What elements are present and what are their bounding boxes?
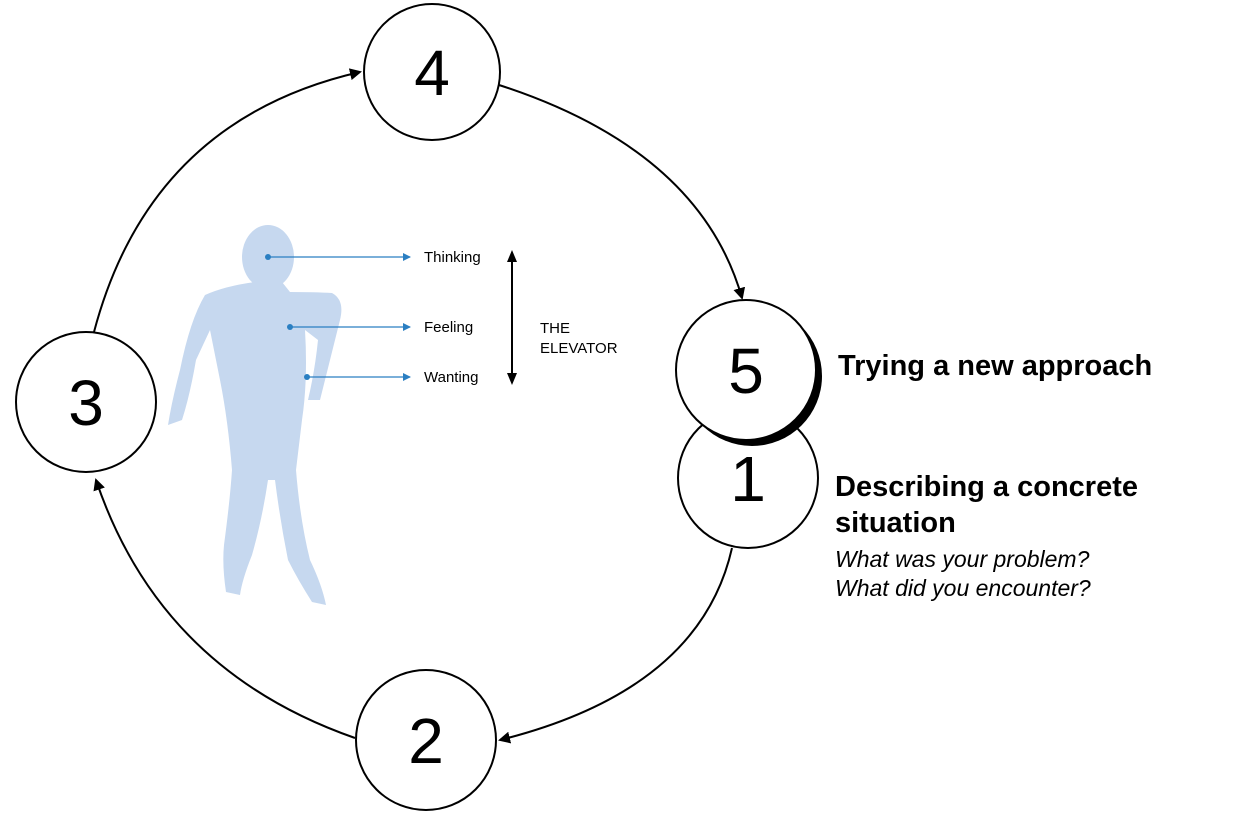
step-1-question2: What did you encounter? <box>835 575 1091 601</box>
level-pointers <box>265 253 411 381</box>
pointer-dot-wanting <box>304 374 310 380</box>
pointer-dot-feeling <box>287 324 293 330</box>
arc-3-to-4 <box>93 68 362 333</box>
elevator-arrow-icon <box>507 250 517 385</box>
step-3-node: 3 <box>15 331 157 473</box>
elevator-label: THE ELEVATOR <box>540 319 618 359</box>
arc-4-to-5 <box>498 84 746 300</box>
step-4-number: 4 <box>414 37 450 109</box>
step-1-node: 1 <box>677 407 819 549</box>
step-5-node: 5 <box>675 299 822 446</box>
step-5-number: 5 <box>728 335 764 407</box>
step-1-title-line2: situation <box>835 507 956 539</box>
step-2-number: 2 <box>408 705 444 777</box>
step-1-title-line1: Describing a concrete <box>835 471 1138 503</box>
step-1-description: Describing a concrete situation What was… <box>835 469 1138 603</box>
step-5-label: Trying a new approach <box>838 350 1153 382</box>
level-feeling: Feeling <box>424 319 474 336</box>
step-2-node: 2 <box>355 669 497 811</box>
level-wanting: Wanting <box>424 369 479 386</box>
step-1-number: 1 <box>730 443 766 515</box>
arc-2-to-3 <box>93 478 356 739</box>
pointer-dot-thinking <box>265 254 271 260</box>
elevator-label-line2: ELEVATOR <box>540 340 618 357</box>
step-3-number: 3 <box>68 367 104 439</box>
step-1-question1: What was your problem? <box>835 546 1090 572</box>
arc-1-to-2 <box>498 547 733 744</box>
level-thinking: Thinking <box>424 249 481 266</box>
step-4-node: 4 <box>363 3 501 141</box>
elevator-label-line1: THE <box>540 320 570 337</box>
human-figure-icon <box>168 225 342 605</box>
